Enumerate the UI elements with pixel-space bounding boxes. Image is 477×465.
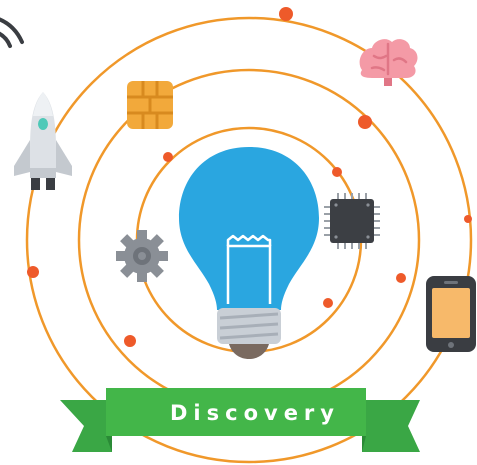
rocket-icon — [14, 92, 72, 190]
orbit-dot — [323, 298, 333, 308]
wifi-icon — [0, 17, 24, 48]
orbit-dot — [279, 7, 293, 21]
banner-label: Discovery — [170, 401, 340, 425]
banner-tail-right — [362, 400, 420, 452]
smartphone-icon — [426, 276, 476, 352]
gear-icon — [116, 230, 168, 282]
orbit-dot — [124, 335, 136, 347]
processor-chip-icon — [324, 193, 380, 249]
discovery-banner: Discovery — [60, 388, 420, 452]
brain-icon — [359, 39, 418, 86]
banner-main — [106, 388, 366, 436]
orbit-dot — [332, 167, 342, 177]
orbit-dots — [27, 7, 472, 347]
orbit-dot — [396, 273, 406, 283]
orbit-ring-outer — [25, 16, 473, 464]
lightbulb-icon — [179, 147, 319, 359]
orbit-dot — [464, 215, 472, 223]
orbit-dot — [163, 152, 173, 162]
orbit-dot — [358, 115, 372, 129]
card-chip-icon — [127, 81, 173, 129]
orbit-dot — [27, 266, 39, 278]
banner-tail-left — [60, 400, 112, 452]
